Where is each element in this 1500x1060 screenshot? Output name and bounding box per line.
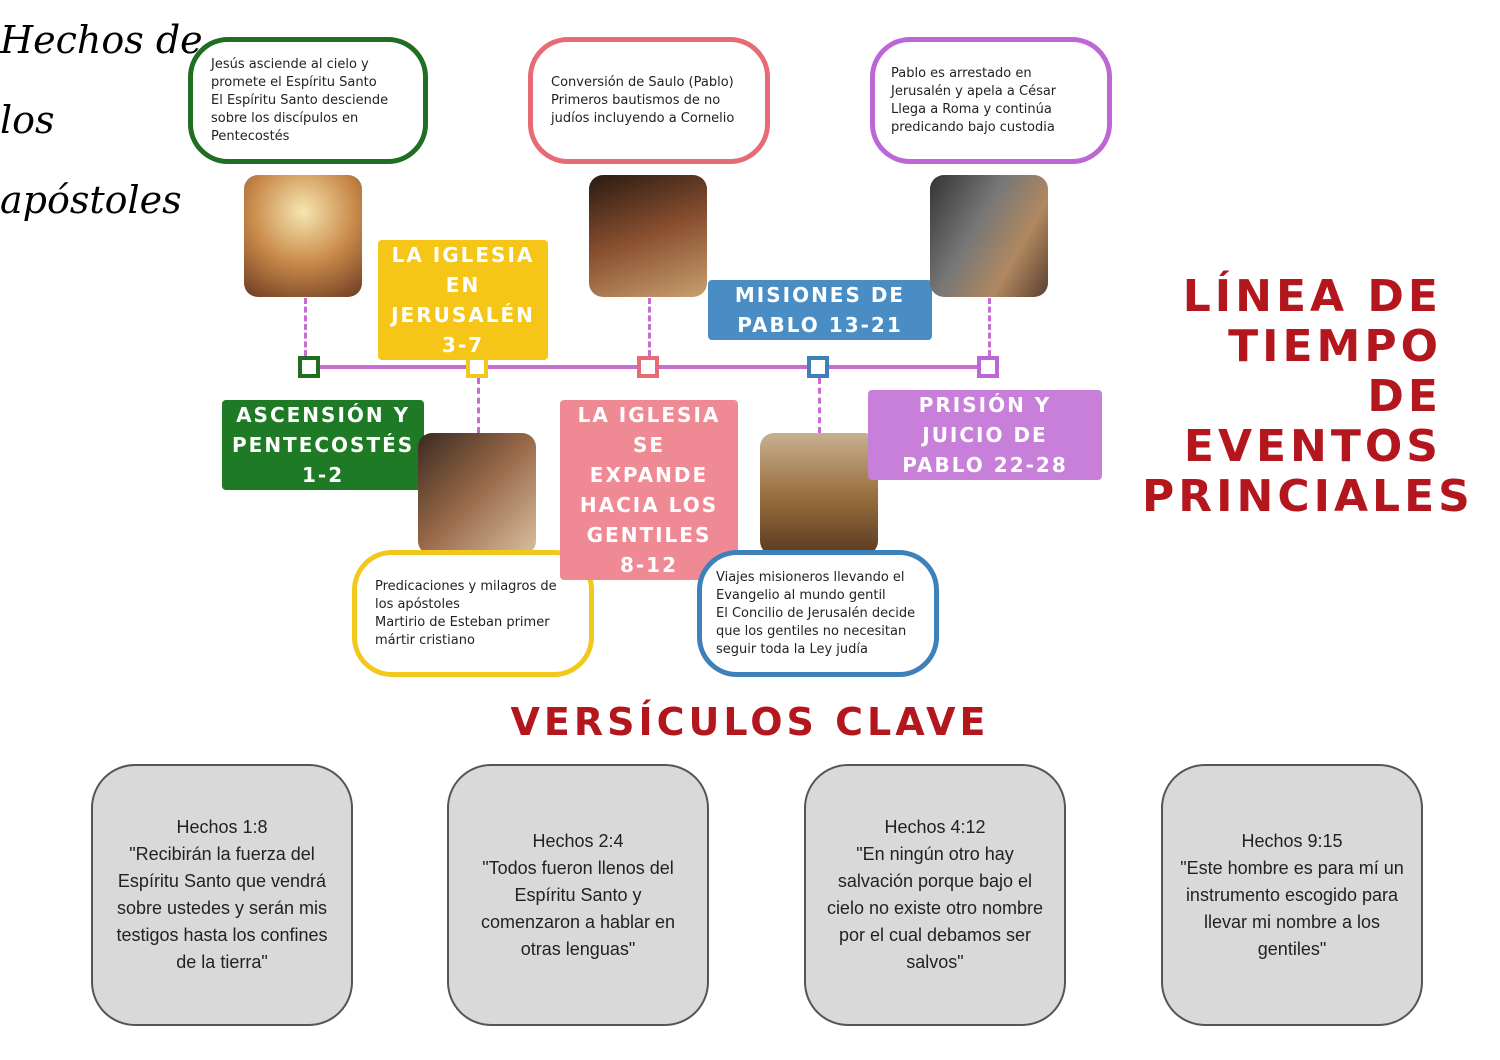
conversion-image xyxy=(589,175,707,297)
verse-card: Hechos 2:4 "Todos fueron llenos del Espí… xyxy=(447,764,709,1026)
label-text: PRISIÓN Y JUICIO DE PABLO 22-28 xyxy=(868,390,1102,480)
label-text: LA IGLESIA EN JERUSALÉN 3-7 xyxy=(378,240,548,360)
event-description-jerusalem: Predicaciones y milagros de los apóstole… xyxy=(352,550,594,677)
connector xyxy=(477,378,480,433)
label-text: LA IGLESIA SE EXPANDE HACIA LOS GENTILES… xyxy=(560,400,738,580)
event-description-prison: Pablo es arrestado en Jerusalén y apela … xyxy=(870,37,1112,164)
connector xyxy=(988,298,991,356)
verses-title: VERSÍCULOS CLAVE xyxy=(510,700,990,744)
missions-image xyxy=(760,433,878,555)
event-label-jerusalem: LA IGLESIA EN JERUSALÉN 3-7 xyxy=(378,240,548,360)
event-label-missions: MISIONES DE PABLO 13-21 xyxy=(708,280,932,340)
verse-card: Hechos 9:15 "Este hombre es para mí un i… xyxy=(1161,764,1423,1026)
event-description-ascension: Jesús asciende al cielo y promete el Esp… xyxy=(188,37,428,164)
timeline-node xyxy=(466,356,488,378)
timeline-node xyxy=(298,356,320,378)
label-text: MISIONES DE PABLO 13-21 xyxy=(708,280,932,340)
timeline-node xyxy=(807,356,829,378)
handwritten-title: Hechos de los apóstoles xyxy=(0,18,203,222)
timeline-node xyxy=(977,356,999,378)
verse-card: Hechos 1:8 "Recibirán la fuerza del Espí… xyxy=(91,764,353,1026)
event-description-gentiles: Conversión de Saulo (Pablo) Primeros bau… xyxy=(528,37,770,164)
timeline-node xyxy=(637,356,659,378)
prison-image xyxy=(930,175,1048,297)
connector xyxy=(648,298,651,356)
connector xyxy=(818,378,821,433)
event-description-missions: Viajes misioneros llevando el Evangelio … xyxy=(697,550,939,677)
event-label-ascension: ASCENSIÓN Y PENTECOSTÉS 1-2 xyxy=(222,400,425,490)
connector xyxy=(304,298,307,356)
verse-card: Hechos 4:12 "En ningún otro hay salvació… xyxy=(804,764,1066,1026)
ascension-image xyxy=(244,175,362,297)
event-label-gentiles: LA IGLESIA SE EXPANDE HACIA LOS GENTILES… xyxy=(560,400,738,580)
event-label-prison: PRISIÓN Y JUICIO DE PABLO 22-28 xyxy=(868,390,1102,480)
label-text: ASCENSIÓN Y PENTECOSTÉS 1-2 xyxy=(222,400,425,490)
main-title: LÍNEA DE TIEMPO DE EVENTOS PRINCIALES xyxy=(1142,271,1474,522)
preaching-image xyxy=(418,433,536,555)
